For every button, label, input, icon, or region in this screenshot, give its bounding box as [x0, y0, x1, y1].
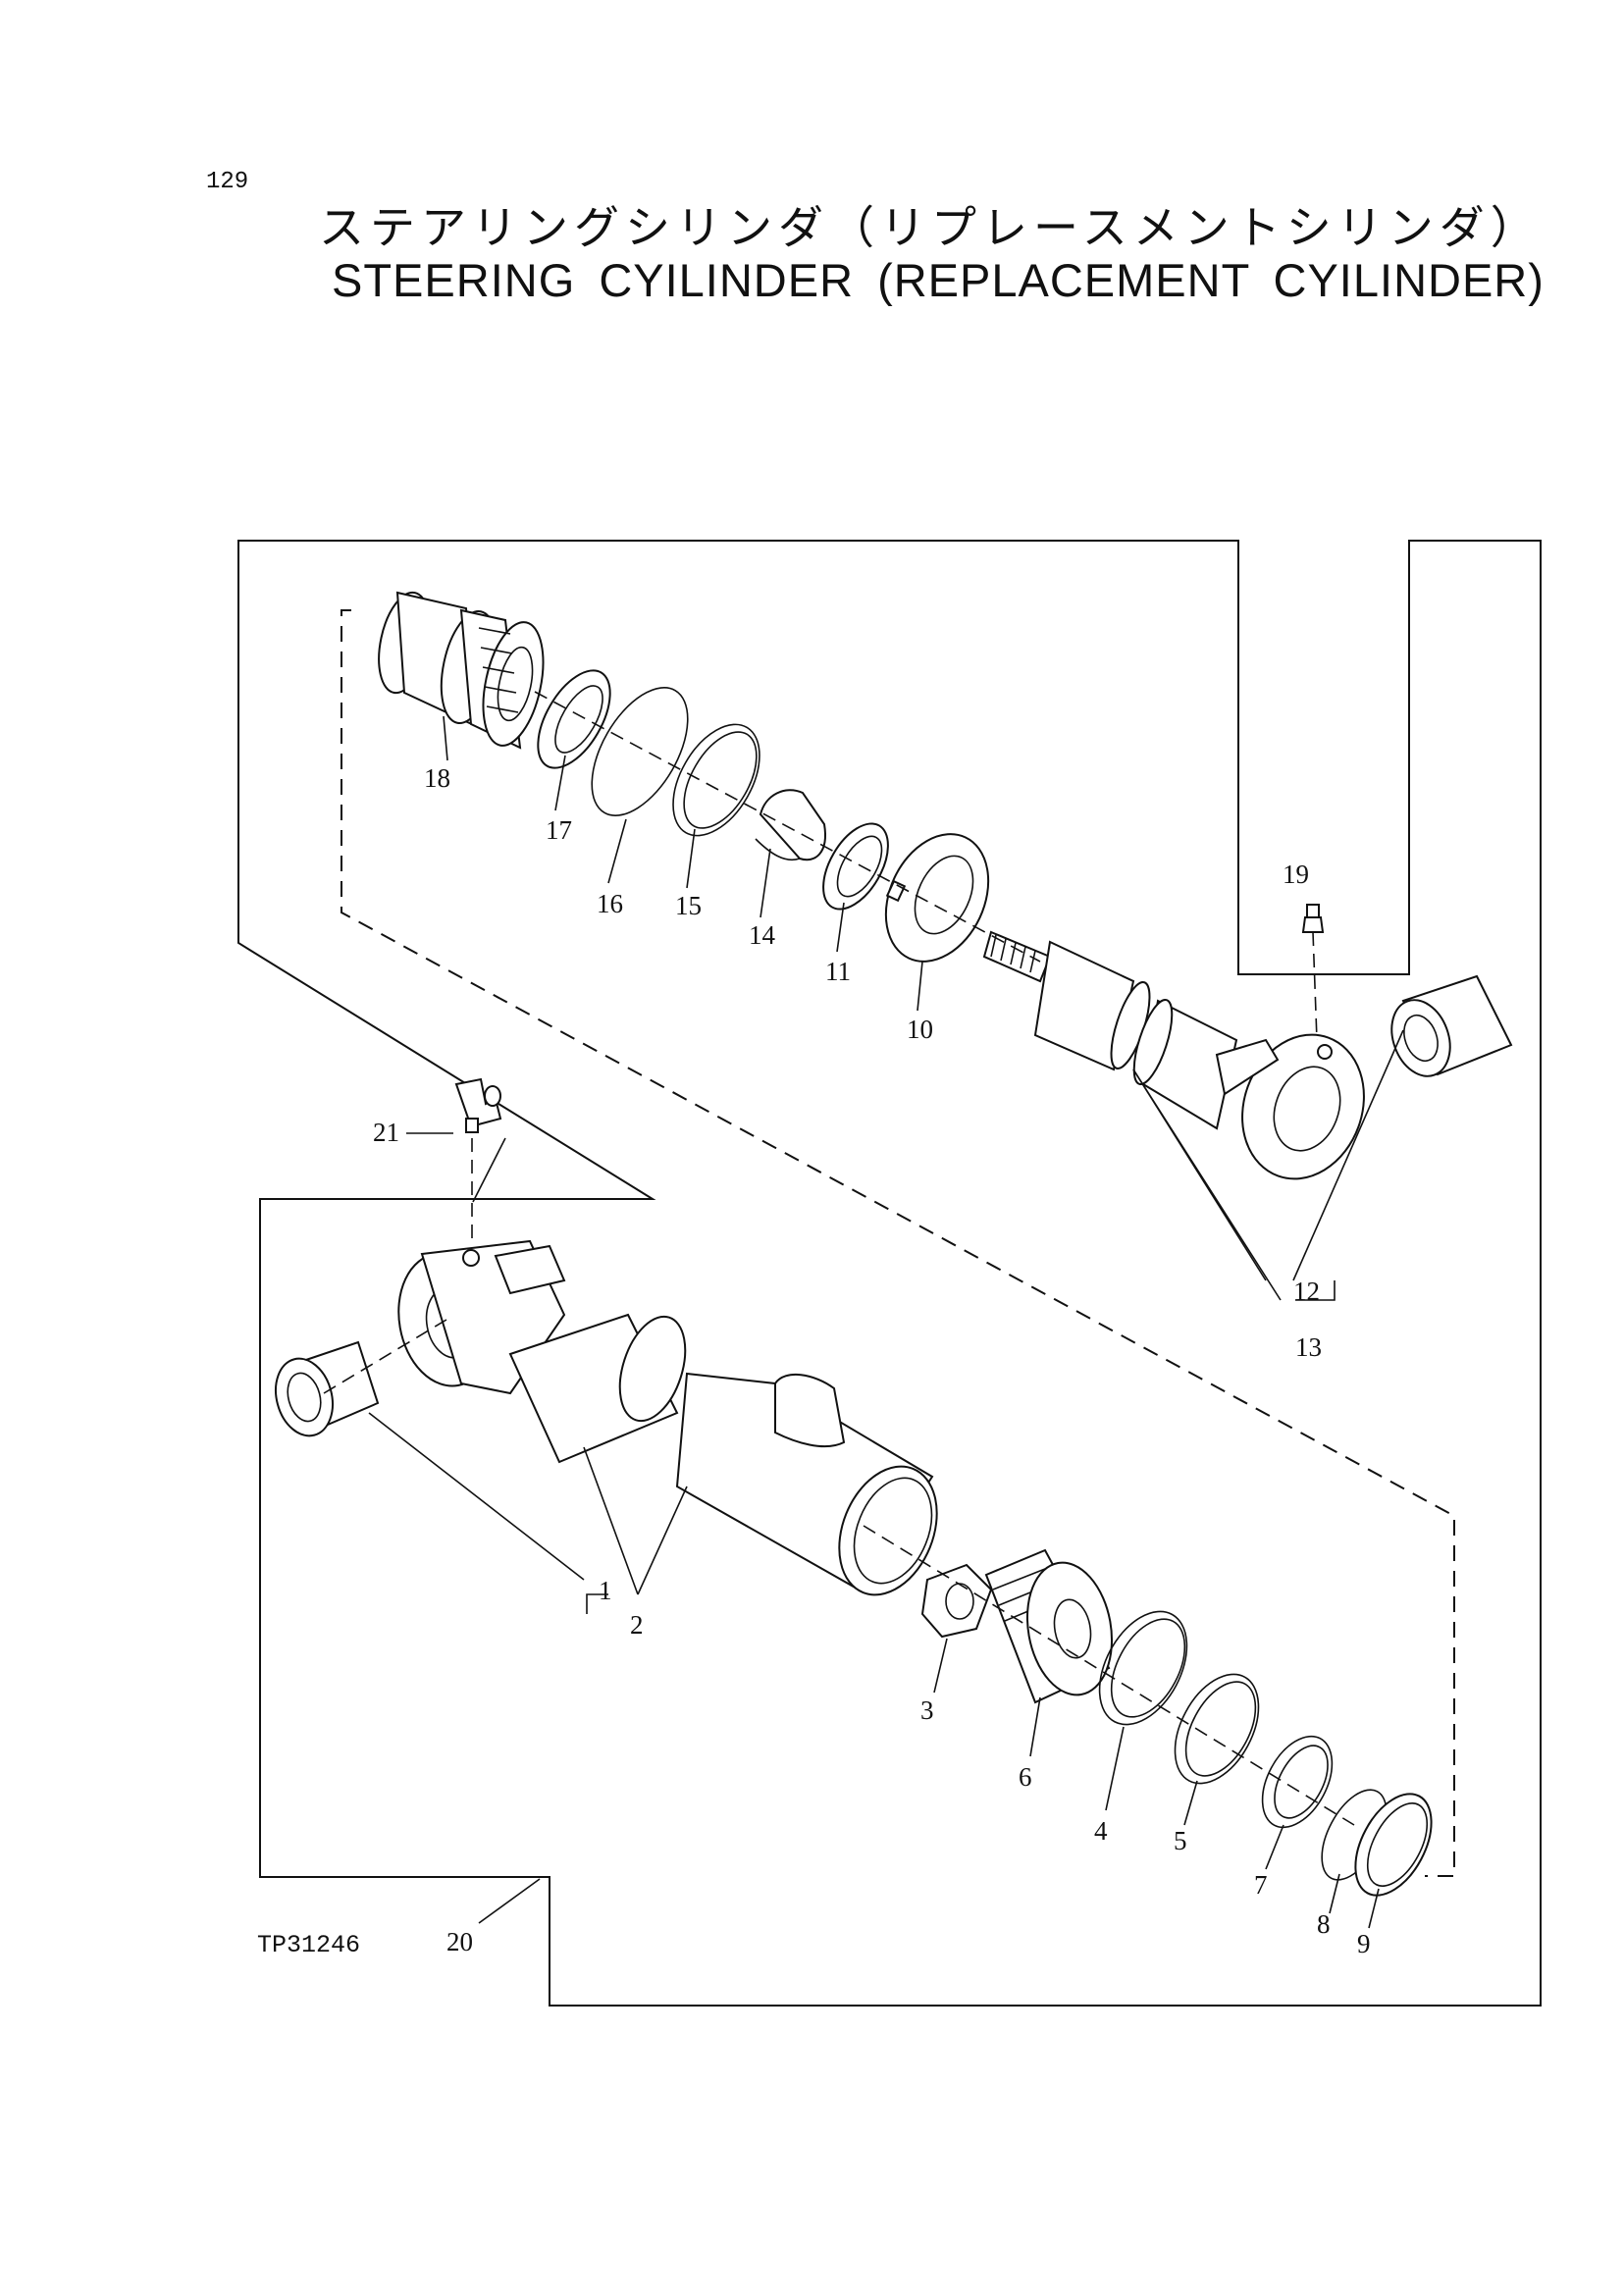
leader-lines	[368, 715, 1404, 1929]
callout-21: 21	[373, 1118, 399, 1147]
piston-rod	[982, 930, 1238, 1130]
callout-6: 6	[1019, 1762, 1032, 1792]
part-8-9-seal-set	[1321, 1789, 1433, 1897]
callout-16: 16	[597, 889, 623, 918]
part-16-o-ring	[591, 687, 689, 816]
title-english: STEERING CYILINDER (REPLACEMENT CYILINDE…	[332, 254, 1545, 306]
part-19-grease-nipple	[1301, 904, 1325, 1041]
rod-eye	[1215, 1033, 1365, 1180]
part-11-wear-ring	[822, 822, 889, 911]
part-17-ring	[537, 669, 611, 769]
part-12-bushing	[1390, 974, 1513, 1077]
callout-11: 11	[825, 957, 851, 986]
part-5-ring	[1174, 1673, 1260, 1785]
assembly-dashed-boundary	[341, 609, 1455, 1877]
callout-18: 18	[424, 763, 450, 793]
page-number: 129	[206, 169, 249, 195]
callout-13: 13	[1295, 1332, 1322, 1362]
part-6-piston	[984, 1548, 1114, 1704]
part-1-bushing	[275, 1340, 380, 1437]
callout-1: 1	[599, 1576, 612, 1605]
callout-9: 9	[1357, 1929, 1371, 1958]
cylinder-tube	[675, 1372, 938, 1596]
part-18-rod-head	[378, 591, 545, 750]
part-2-cylinder-head	[397, 1239, 687, 1464]
callout-2: 2	[630, 1610, 644, 1640]
callout-4: 4	[1094, 1816, 1108, 1846]
part-21-elbow-fitting	[454, 1077, 502, 1246]
callout-8: 8	[1317, 1909, 1331, 1939]
reference-code: TP31246	[257, 1931, 361, 1959]
callout-7: 7	[1254, 1870, 1268, 1900]
callout-12: 12	[1293, 1277, 1320, 1306]
part-15-backup-ring	[672, 723, 760, 837]
part-4-ring	[1098, 1610, 1188, 1726]
part-3-nut	[920, 1563, 993, 1639]
part-10-lock-nut	[884, 833, 990, 963]
callout-20: 20	[446, 1927, 473, 1956]
callout-15: 15	[675, 891, 702, 920]
callout-3: 3	[920, 1695, 934, 1725]
callout-5: 5	[1174, 1826, 1187, 1855]
part-14-seal	[755, 789, 826, 861]
callout-19: 19	[1283, 860, 1309, 889]
callout-14: 14	[749, 920, 776, 950]
callout-17: 17	[546, 815, 572, 845]
part-7-ring	[1261, 1735, 1334, 1829]
frame-outline	[237, 540, 1542, 2007]
title-japanese: ステアリングシリンダ（リプレースメントシリンダ）	[319, 201, 1542, 254]
callout-10: 10	[907, 1015, 933, 1044]
